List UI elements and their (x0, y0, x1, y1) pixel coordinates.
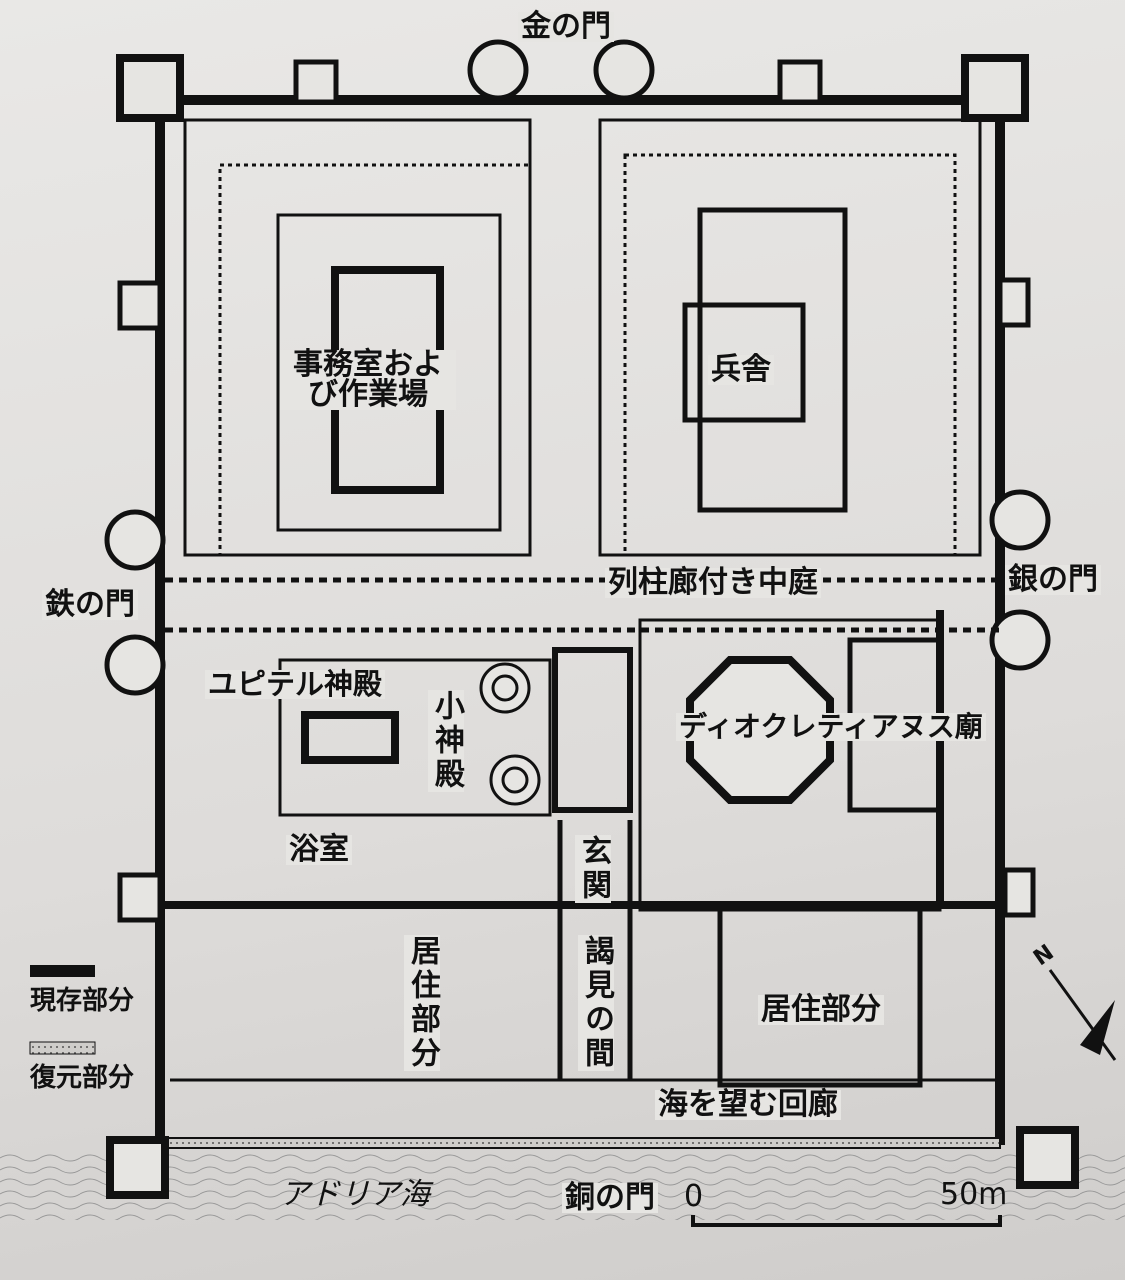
barracks-label: 兵舎 (708, 355, 774, 385)
small-temples (479, 662, 541, 806)
gate-east-label: 銀の門 (1005, 565, 1101, 595)
legend-existing-swatch (30, 965, 95, 977)
jupiter-temple-label: ユピテル神殿 (205, 670, 386, 699)
peristyle-label: 列柱廊付き中庭 (605, 568, 821, 598)
gate-north-label: 金の門 (518, 12, 614, 42)
gate-west-label: 鉄の門 (42, 590, 138, 620)
gate-south-label: 銅の門 (562, 1183, 658, 1213)
legend-restored-swatch (29, 1041, 96, 1055)
mausoleum-label: ディオクレティアヌス廟 (676, 713, 986, 741)
corner-towers (106, 54, 1079, 1199)
vestibule-label: 玄関 (575, 835, 611, 903)
jupiter-temple-plan (301, 711, 399, 764)
small-temples-label: 小神殿 (428, 690, 464, 792)
scale-end-label: 50m (940, 1177, 1008, 1212)
cryptoportico-label: 海を望む回廊 (655, 1090, 841, 1120)
gate-towers (104, 39, 1051, 696)
interval-towers (117, 59, 1036, 923)
residence-west-label: 居住部分 (404, 935, 440, 1071)
compass-arrow-icon (1048, 969, 1117, 1061)
scale-bar (691, 1215, 1002, 1227)
audience-hall-label: 謁見の間 (578, 935, 614, 1071)
legend-restored-label: 復元部分 (30, 1063, 135, 1093)
residence-east-label: 居住部分 (758, 995, 884, 1025)
baths-label: 浴室 (286, 835, 352, 865)
south-wall (159, 1137, 1001, 1149)
offices-label: 事務室および作業場 (280, 350, 456, 410)
sea-label: アドリア海 (280, 1177, 430, 1212)
scale-start-label: 0 (684, 1179, 704, 1214)
legend-existing-label: 現存部分 (30, 986, 135, 1016)
